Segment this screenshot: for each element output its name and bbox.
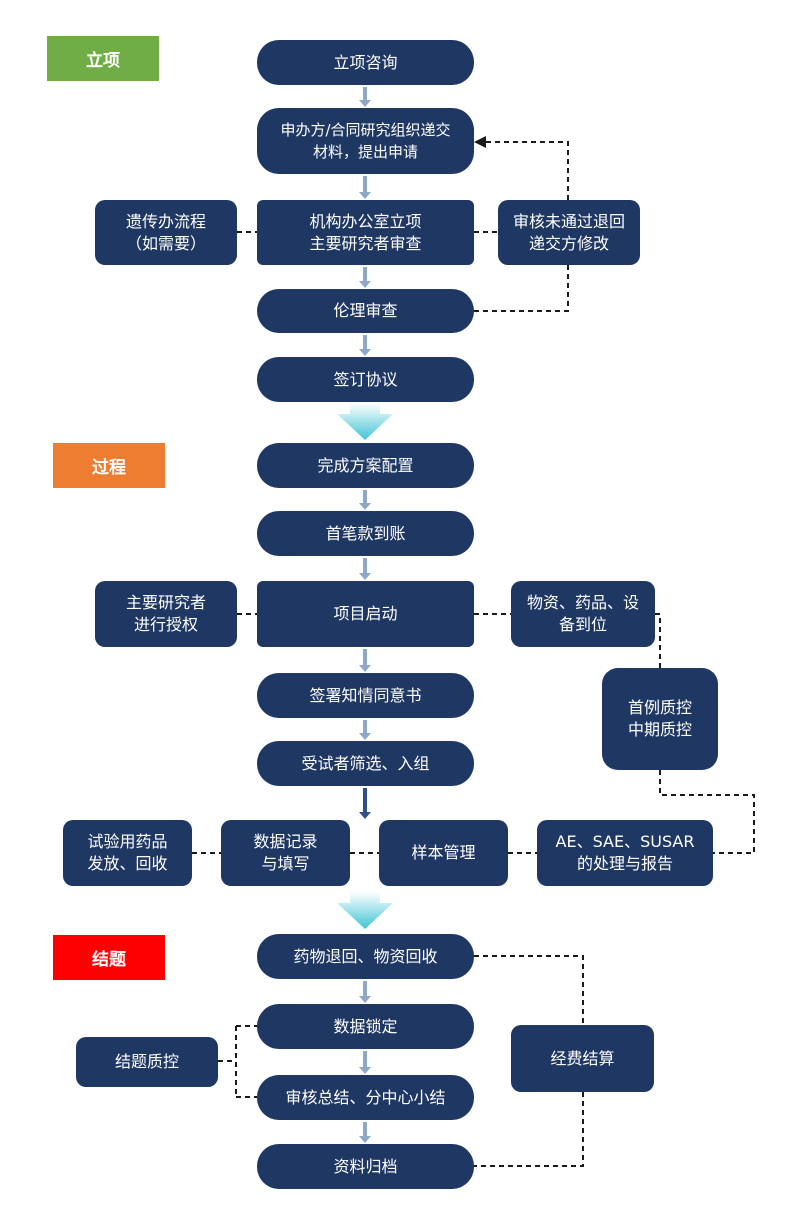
step-ethics-review: 伦理审查 — [257, 289, 474, 333]
step-drug-dispense: 试验用药品 发放、回收 — [63, 820, 192, 886]
step-data-record: 数据记录 与填写 — [221, 820, 350, 886]
step-informed-consent: 签署知情同意书 — [257, 673, 474, 718]
connector-ethics-to-rejected — [474, 265, 569, 312]
flow-arrow-1 — [359, 87, 371, 107]
flow-arrow-10 — [359, 981, 371, 1003]
phase-label-process: 过程 — [53, 443, 165, 488]
connector-rejected-to-submit — [484, 141, 569, 200]
phase-label-closing: 结题 — [53, 935, 165, 980]
connector-drug-return-to-funding — [474, 955, 584, 1025]
step-quality-control: 首例质控 中期质控 — [602, 668, 718, 770]
step-funding-settlement: 经费结算 — [511, 1025, 654, 1092]
step-closing-qc: 结题质控 — [76, 1037, 218, 1087]
step-first-payment: 首笔款到账 — [257, 511, 474, 556]
step-screening-enroll: 受试者筛选、入组 — [257, 741, 474, 786]
step-drug-return: 药物退回、物资回收 — [257, 934, 474, 979]
flow-arrow-9 — [359, 788, 371, 819]
step-kickoff: 项目启动 — [257, 581, 474, 647]
step-submit-application: 申办方/合同研究组织递交 材料，提出申请 — [257, 108, 474, 174]
step-data-lock: 数据锁定 — [257, 1004, 474, 1049]
step-institution-review: 机构办公室立项 主要研究者审查 — [257, 200, 474, 265]
connector-funding-to-archive — [474, 1092, 584, 1167]
step-consult: 立项咨询 — [257, 40, 474, 85]
flow-arrow-11 — [359, 1051, 371, 1074]
flow-arrow-4 — [359, 335, 371, 356]
step-archive: 资料归档 — [257, 1144, 474, 1189]
step-supplies-ready: 物资、药品、设 备到位 — [511, 581, 655, 647]
connector-qc-to-ae — [659, 770, 755, 854]
step-sign-agreement: 签订协议 — [257, 357, 474, 402]
step-pi-authorize: 主要研究者 进行授权 — [95, 581, 237, 647]
transition-arrow-setup-to-process — [337, 403, 393, 440]
phase-label-setup: 立项 — [47, 36, 159, 81]
step-summary: 审核总结、分中心小结 — [257, 1075, 474, 1120]
flow-arrow-6 — [359, 558, 371, 580]
transition-arrow-process-to-closing — [337, 892, 393, 929]
step-sample-management: 样本管理 — [379, 820, 508, 886]
big-transition-arrows — [337, 403, 393, 929]
flow-arrow-2 — [359, 176, 371, 199]
step-rejected-revise: 审核未通过退回 递交方修改 — [498, 200, 640, 265]
flow-arrow-3 — [359, 267, 371, 288]
connector-supplies-to-qc — [655, 613, 661, 668]
step-genetic-office: 遗传办流程 （如需要） — [95, 200, 237, 265]
flow-arrow-8 — [359, 720, 371, 740]
flow-arrows — [359, 87, 371, 1143]
step-ae-report: AE、SAE、SUSAR 的处理与报告 — [537, 820, 713, 886]
flow-arrow-5 — [359, 490, 371, 510]
step-plan-config: 完成方案配置 — [257, 443, 474, 488]
arrowhead-to-submit — [474, 136, 486, 148]
connector-closing-qc-bracket — [218, 1025, 257, 1098]
flow-arrow-7 — [359, 649, 371, 672]
flow-arrow-12 — [359, 1122, 371, 1143]
